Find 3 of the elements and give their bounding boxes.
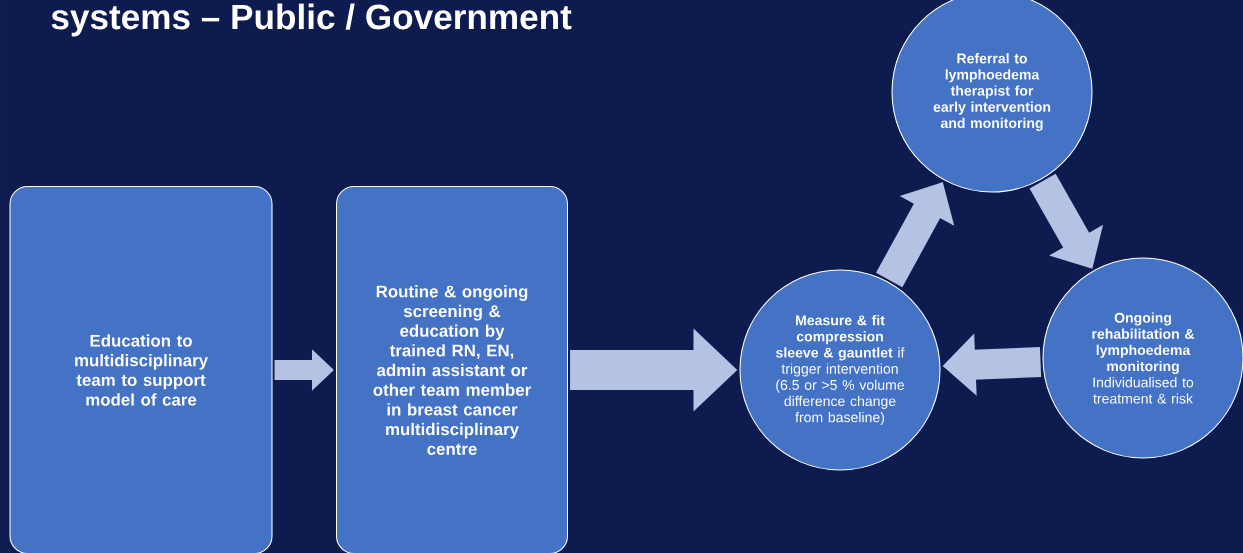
process-box: Education to multidisciplinary team to support model of care [9,185,273,553]
slide-title: systems – Public / Government [51,3,572,37]
process-box: Routine & ongoing screening & education by trained RN, EN, admin assistant or other team member in breast cancer multidisciplinary centre [336,185,569,553]
